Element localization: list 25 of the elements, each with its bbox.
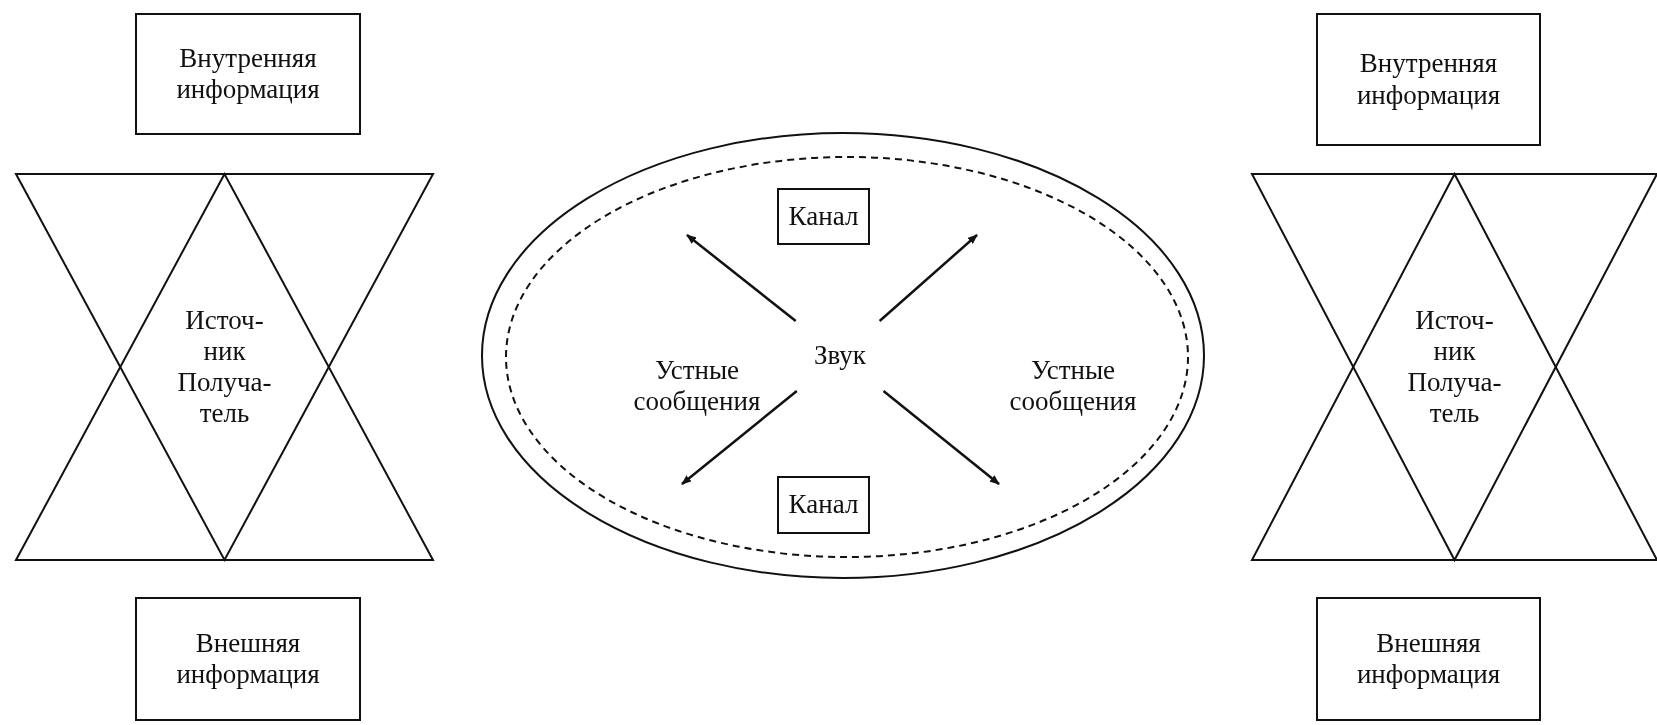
arrow (882, 390, 1000, 485)
arrow (681, 390, 798, 485)
box-label: Внешняя информация (1356, 627, 1501, 691)
star-shape (16, 174, 433, 560)
ellipse-shape (481, 132, 1205, 579)
box-label: Внутренняя информация (1356, 48, 1501, 111)
shape-label: Источ- ник Получа- тель (1407, 304, 1502, 430)
text-box (135, 13, 361, 135)
text-box (1316, 597, 1541, 721)
box-label: Внешняя информация (176, 627, 320, 691)
arrow (686, 234, 797, 322)
box-label: Канал (788, 489, 859, 521)
box-label: Канал (788, 200, 859, 232)
text-label: Устные сообщения (996, 346, 1150, 426)
text-box (777, 188, 870, 245)
text-box (1316, 13, 1541, 146)
box-label: Внутренняя информация (176, 42, 320, 106)
dashed-ellipse (505, 156, 1189, 558)
text-box (135, 597, 361, 721)
text-label: Устные сообщения (620, 346, 774, 426)
arrow (878, 234, 978, 322)
text-box (777, 476, 870, 534)
star-shape (1252, 174, 1657, 560)
shape-label: Источ- ник Получа- тель (177, 304, 272, 430)
text-label: Звук (785, 321, 895, 391)
